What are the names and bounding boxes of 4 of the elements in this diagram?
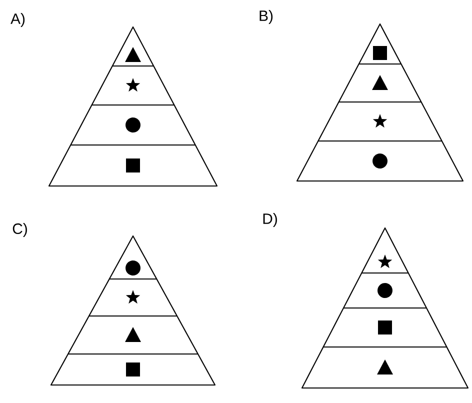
option-label: B)	[260, 10, 273, 24]
option-label: A)	[10, 13, 25, 27]
option-label: C)	[12, 223, 27, 237]
option-label: D)	[263, 213, 277, 227]
